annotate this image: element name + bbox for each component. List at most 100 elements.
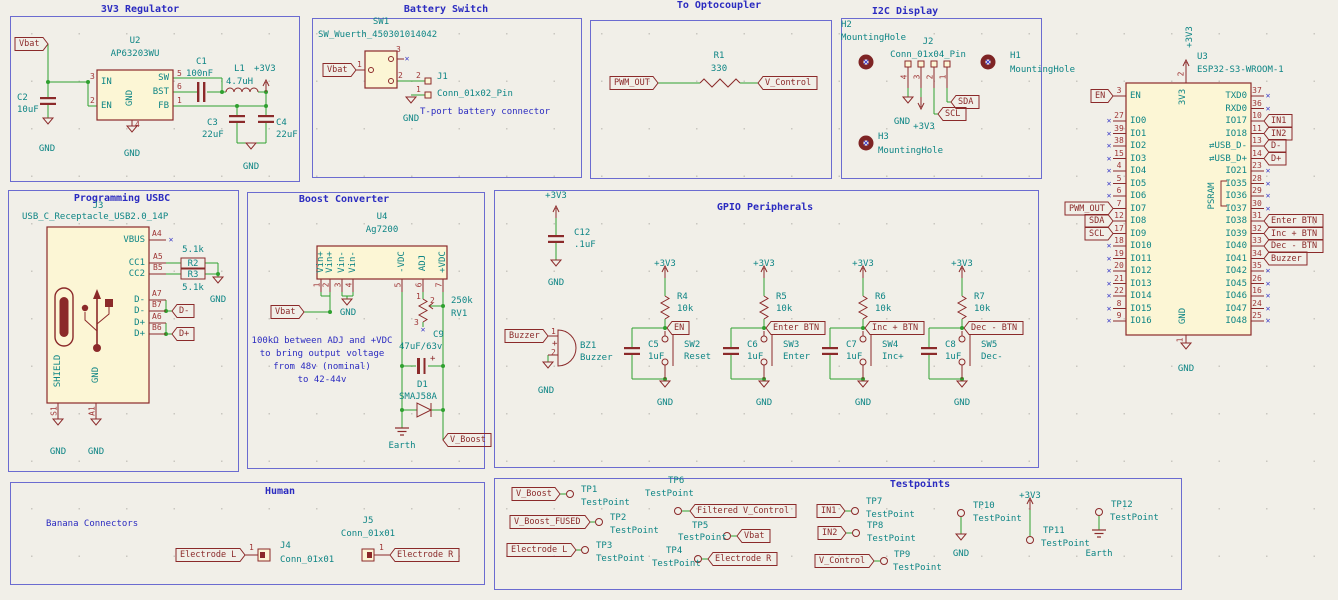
btn4-3v3[interactable]: +3V3 bbox=[951, 259, 973, 269]
btn4-gnd[interactable]: GND bbox=[953, 398, 971, 408]
j2-pin4[interactable]: 4 bbox=[899, 74, 909, 80]
u3-val[interactable]: ESP32-S3-WROOM-1 bbox=[1197, 65, 1284, 75]
tp4-val[interactable]: TestPoint bbox=[652, 559, 701, 569]
sw3-ref[interactable]: SW3 bbox=[783, 340, 800, 350]
section-title-battery-switch[interactable]: Battery Switch bbox=[403, 4, 489, 15]
esp32-pin-number-IO42[interactable]: 35 bbox=[1252, 261, 1262, 270]
j3-val[interactable]: USB_C_Receptacle_USB2.0_14P bbox=[22, 212, 169, 222]
esp32-pin-number-RXD0[interactable]: 36 bbox=[1252, 98, 1262, 108]
u4-name-adj[interactable]: ADJ bbox=[418, 254, 428, 272]
esp32-label-IO38[interactable]: Enter BTN bbox=[1271, 216, 1318, 226]
j3-name-gnd[interactable]: GND bbox=[91, 366, 101, 384]
tp8-ref[interactable]: TP8 bbox=[867, 521, 884, 531]
tp11-3v3[interactable]: +3V3 bbox=[1019, 491, 1041, 501]
u2-name-fb[interactable]: FB bbox=[158, 101, 169, 111]
bz1-pin1[interactable]: 1 bbox=[551, 327, 556, 336]
c2-gnd[interactable]: GND bbox=[38, 144, 56, 154]
sw2-val[interactable]: Reset bbox=[684, 352, 712, 362]
j2-pin1[interactable]: 1 bbox=[938, 74, 948, 80]
esp32-label-IO8[interactable]: SDA bbox=[1089, 216, 1105, 226]
c4-val[interactable]: 22uF bbox=[276, 130, 298, 140]
electrode-r-label-human[interactable]: Electrode R bbox=[397, 550, 454, 560]
h2-val[interactable]: MountingHole bbox=[841, 33, 907, 43]
sw1-pin2[interactable]: 2 bbox=[398, 71, 403, 80]
esp32-pin-name-TXD0[interactable]: TXD0 bbox=[1225, 91, 1247, 101]
electrode-l-label-tp3[interactable]: Electrode L bbox=[511, 545, 568, 555]
u4-ref[interactable]: U4 bbox=[376, 212, 388, 222]
u4-pin7[interactable]: 7 bbox=[434, 282, 444, 288]
u4-name-pvdc[interactable]: +VDC bbox=[438, 251, 448, 273]
tp1-ref[interactable]: TP1 bbox=[581, 485, 598, 495]
esp32-pin-number-IO2[interactable]: 38 bbox=[1114, 136, 1124, 145]
tp7-ref[interactable]: TP7 bbox=[866, 497, 883, 507]
esp32-pin-name-IO14[interactable]: IO14 bbox=[1130, 291, 1152, 301]
esp32-pin-name-IO38[interactable]: IO38 bbox=[1225, 216, 1247, 226]
boost-note-3[interactable]: from 48v (nominal) bbox=[273, 362, 371, 372]
j3-pin-a7[interactable]: A7 bbox=[152, 289, 162, 298]
h3-ref[interactable]: H3 bbox=[878, 132, 889, 142]
j4-val[interactable]: Conn_01x01 bbox=[280, 555, 335, 565]
u4-pin5[interactable]: 5 bbox=[393, 282, 403, 288]
esp32-label-IO9[interactable]: SCL bbox=[1089, 228, 1105, 239]
esp32-pin-name-IO46[interactable]: IO46 bbox=[1225, 291, 1247, 301]
esp32-pin-number-IO45[interactable]: 26 bbox=[1252, 273, 1262, 283]
boost-note-2[interactable]: to bring output voltage bbox=[259, 349, 385, 359]
reg-3v3-net[interactable]: +3V3 bbox=[254, 64, 276, 74]
tp5-ref[interactable]: TP5 bbox=[692, 521, 709, 531]
section-title-programming-usbc[interactable]: Programming USBC bbox=[73, 193, 171, 204]
u4-name-vinm1[interactable]: Vin- bbox=[337, 251, 347, 273]
j2-pin2[interactable]: 2 bbox=[925, 74, 935, 80]
esp32-pin-name-IO47[interactable]: IO47 bbox=[1225, 303, 1247, 314]
sw1-pin1[interactable]: 1 bbox=[357, 60, 362, 69]
c7-ref[interactable]: C7 bbox=[846, 340, 857, 350]
c12-val[interactable]: .1uF bbox=[574, 240, 596, 250]
section-title-human[interactable]: Human bbox=[264, 486, 296, 497]
tp10-val[interactable]: TestPoint bbox=[973, 514, 1022, 524]
esp32-pin-number-⇄USB_D-[interactable]: 13 bbox=[1252, 136, 1262, 145]
esp32-pin-number-IO46[interactable]: 16 bbox=[1252, 286, 1262, 295]
tp12-earth[interactable]: Earth bbox=[1085, 549, 1113, 559]
in1-label-tp7[interactable]: IN1 bbox=[821, 506, 837, 516]
u2-name-sw[interactable]: SW bbox=[158, 73, 169, 83]
esp32-pin-name-IO21[interactable]: IO21 bbox=[1225, 166, 1247, 176]
esp32-pin-name-IO45[interactable]: IO45 bbox=[1225, 278, 1247, 289]
btn1-gnd[interactable]: GND bbox=[656, 398, 674, 408]
j3-pin-s1[interactable]: S1 bbox=[49, 406, 59, 416]
v-control-label-tp9[interactable]: V_Control bbox=[819, 556, 866, 566]
j3-name-cc2[interactable]: CC2 bbox=[128, 269, 145, 279]
u3-3v3-net[interactable]: +3V3 bbox=[1185, 26, 1195, 48]
j3-pin-b6[interactable]: B6 bbox=[152, 323, 162, 332]
section-title-boost-converter[interactable]: Boost Converter bbox=[298, 194, 390, 205]
esp32-pin-number-IO3[interactable]: 15 bbox=[1114, 148, 1124, 158]
r1-ref[interactable]: R1 bbox=[713, 51, 725, 61]
dp-label-usbc[interactable]: D+ bbox=[179, 329, 190, 339]
j2-val[interactable]: Conn_01x04_Pin bbox=[890, 50, 966, 60]
u3-pin2[interactable]: 2 bbox=[1176, 71, 1186, 77]
esp32-pin-name-IO18[interactable]: IO18 bbox=[1225, 128, 1247, 139]
batt-note[interactable]: T-port battery connector bbox=[420, 107, 551, 117]
esp32-pin-name-IO15[interactable]: IO15 bbox=[1130, 303, 1152, 314]
sw4-val[interactable]: Inc+ bbox=[882, 352, 904, 362]
enter-btn-label-gpio[interactable]: Enter BTN bbox=[773, 323, 820, 333]
section-title-3v3-regulator[interactable]: 3V3 Regulator bbox=[100, 4, 180, 15]
esp32-label-⇄USB_D-[interactable]: D- bbox=[1271, 141, 1282, 151]
vbat-label-batt[interactable]: Vbat bbox=[327, 65, 348, 75]
j2-3v3[interactable]: +3V3 bbox=[913, 122, 935, 132]
esp32-pin-name-IO39[interactable]: IO39 bbox=[1225, 228, 1247, 239]
j1-pin2[interactable]: 2 bbox=[416, 71, 421, 80]
j3-ref[interactable]: J3 bbox=[92, 201, 104, 211]
dm-label-usbc[interactable]: D- bbox=[179, 306, 190, 316]
c1-ref[interactable]: C1 bbox=[196, 57, 207, 67]
esp32-pin-number-IO17[interactable]: 10 bbox=[1252, 111, 1262, 120]
esp32-label-IO7[interactable]: PWM_OUT bbox=[1069, 203, 1105, 214]
bz1-val[interactable]: Buzzer bbox=[580, 353, 613, 363]
u2-pin3[interactable]: 3 bbox=[90, 72, 95, 81]
r6-val[interactable]: 10k bbox=[875, 304, 892, 314]
j3-pin-b5[interactable]: B5 bbox=[153, 263, 163, 272]
c1-val[interactable]: 100nF bbox=[186, 69, 214, 79]
esp32-pin-name-⇄USB_D-[interactable]: ⇄USB_D- bbox=[1209, 141, 1247, 151]
d1-val[interactable]: SMAJ58A bbox=[399, 392, 437, 402]
u4-pin1[interactable]: 1 bbox=[312, 282, 322, 288]
r2-val[interactable]: 5.1k bbox=[182, 245, 204, 255]
u2-val[interactable]: AP63203WU bbox=[110, 49, 160, 59]
